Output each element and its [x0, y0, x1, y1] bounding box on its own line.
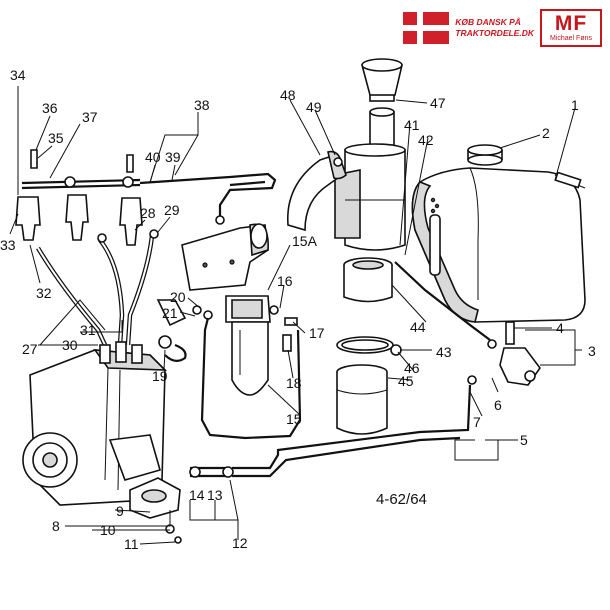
leader-lines — [9, 86, 582, 545]
callout-42: 42 — [418, 132, 434, 148]
callout-21: 21 — [162, 305, 178, 321]
injectors — [15, 149, 277, 346]
tank-cap — [467, 144, 503, 166]
air-cleaner — [287, 58, 406, 435]
callout-11: 11 — [124, 536, 139, 552]
callout-6: 6 — [494, 397, 502, 413]
callout-12: 12 — [232, 535, 248, 551]
callout-4: 4 — [556, 320, 564, 336]
callout-20: 20 — [170, 289, 186, 305]
danish-flag-icon — [403, 12, 450, 44]
fuel-filter — [225, 295, 298, 396]
callout-30: 30 — [62, 337, 78, 353]
callout-28: 28 — [140, 205, 156, 221]
callout-18: 18 — [286, 375, 302, 391]
callout-1: 1 — [571, 97, 579, 113]
callout-17: 17 — [309, 325, 325, 341]
callout-47: 47 — [430, 95, 446, 111]
mf-logo: MF Michael Føns — [540, 9, 602, 47]
callout-2: 2 — [542, 125, 550, 141]
logo-subtitle: Michael Føns — [549, 34, 592, 42]
callout-44: 44 — [410, 319, 426, 335]
figure-id: 4-62/64 — [376, 491, 427, 508]
callout-45: 45 — [398, 373, 414, 389]
callout-48: 48 — [280, 87, 296, 103]
callout-14: 14 — [189, 487, 205, 503]
banner-text: KØB DANSK PÅ TRAKTORDELE.DK — [455, 17, 534, 39]
callout-3: 3 — [588, 343, 596, 359]
callout-32: 32 — [36, 285, 52, 301]
callout-46: 46 — [404, 360, 420, 376]
callout-16: 16 — [277, 273, 293, 289]
callout-8: 8 — [52, 518, 60, 534]
callout-27: 27 — [22, 341, 38, 357]
callout-39: 39 — [165, 149, 181, 165]
callout-10: 10 — [100, 522, 116, 538]
callout-15: 15 — [286, 411, 302, 427]
fuel-tank — [411, 167, 586, 323]
fuel-lines — [189, 261, 497, 478]
callout-9: 9 — [116, 503, 124, 519]
callout-5: 5 — [520, 432, 528, 448]
callout-43: 43 — [436, 344, 452, 360]
callout-38: 38 — [194, 97, 210, 113]
callout-37: 37 — [82, 109, 98, 125]
injection-pump — [22, 299, 213, 544]
banner-line-2: TRAKTORDELE.DK — [455, 28, 534, 38]
intake-duct — [181, 223, 269, 291]
callout-31: 31 — [80, 322, 96, 338]
callout-34: 34 — [10, 67, 26, 83]
fuel-tap — [467, 321, 541, 386]
callout-36: 36 — [42, 100, 58, 116]
callout-35: 35 — [48, 130, 64, 146]
logo-mark: MF — [554, 11, 588, 35]
callout-40: 40 — [145, 149, 161, 165]
callout-7: 7 — [473, 414, 481, 430]
callout-41: 41 — [404, 117, 420, 133]
callout-15A: 15A — [292, 233, 318, 249]
callout-13: 13 — [207, 487, 223, 503]
callout-49: 49 — [306, 99, 322, 115]
callout-19: 19 — [152, 368, 168, 384]
banner-line-1: KØB DANSK PÅ — [455, 17, 521, 27]
dealer-banner: KØB DANSK PÅ TRAKTORDELE.DK MF Michael F… — [403, 8, 602, 48]
callout-numbers: 1 2 3 4 5 6 7 8 9 10 11 12 13 14 15 15A … — [0, 67, 596, 552]
callout-33: 33 — [0, 237, 16, 253]
callout-29: 29 — [164, 202, 180, 218]
